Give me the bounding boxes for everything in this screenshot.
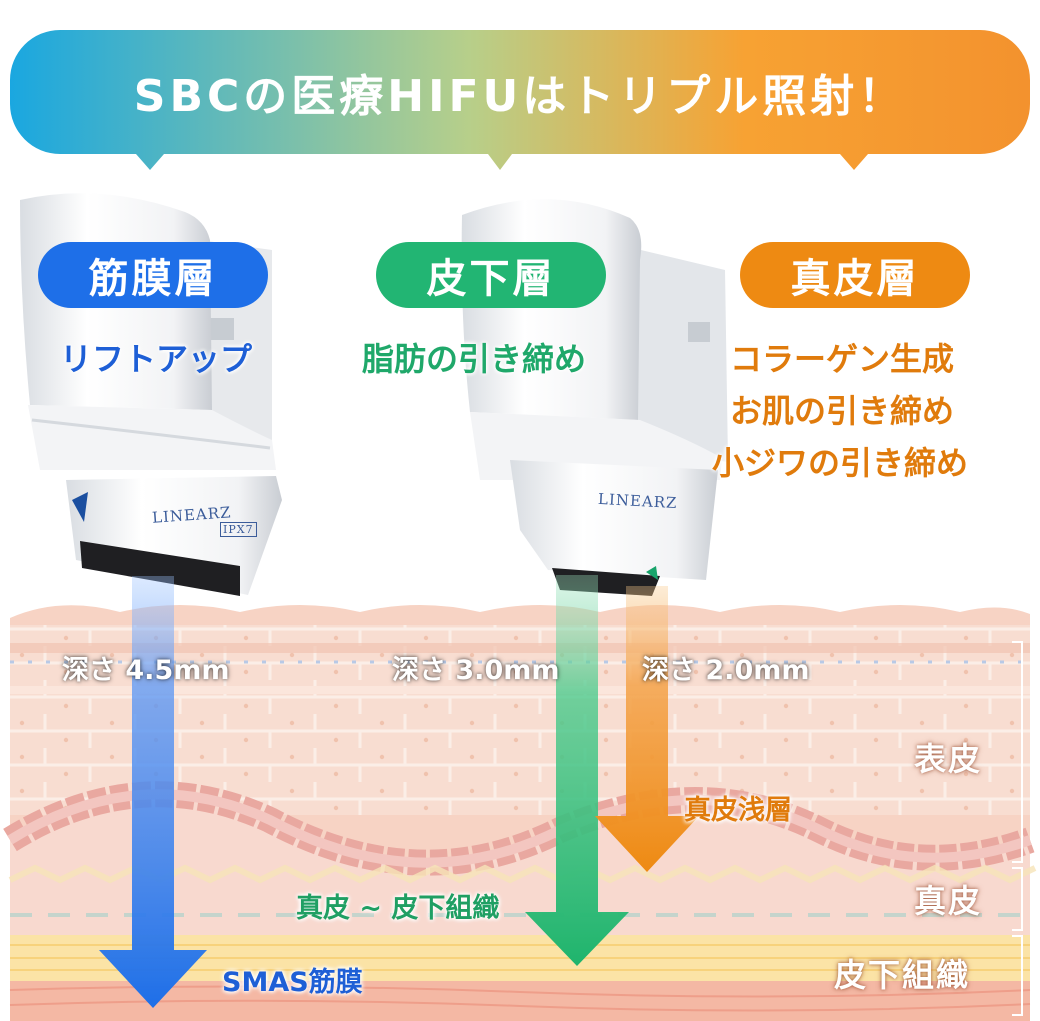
collagen-effect: コラーゲン生成 <box>730 340 955 378</box>
lift-up-effect: リフトアップ <box>60 340 253 378</box>
subcutaneous-beam-arrow <box>525 575 629 966</box>
wrinkle-effect: 小ジワの引き締め <box>712 444 969 482</box>
target-dermis-subcutaneous: 真皮 ~ 皮下組織 <box>296 893 500 924</box>
subcutaneous-label: 皮下組織 <box>834 956 971 994</box>
skin-layer-bracket <box>1012 641 1023 1016</box>
dermis-label: 真皮 <box>914 882 983 920</box>
fascia-layer-pill: 筋膜層 <box>38 242 268 308</box>
depth-label-fascia: 深さ 4.5mm <box>62 655 230 686</box>
depth-label-subcutaneous: 深さ 3.0mm <box>392 655 560 686</box>
hifu-device-center <box>461 199 728 596</box>
skin-tightening-effect: お肌の引き締め <box>730 392 955 430</box>
epidermis-label: 表皮 <box>914 740 983 778</box>
device-rating-label: IPX7 <box>220 522 257 537</box>
dermis-layer-pill: 真皮層 <box>740 242 970 308</box>
depth-label-dermis: 深さ 2.0mm <box>642 655 810 686</box>
target-smas-fascia: SMAS筋膜 <box>222 967 363 998</box>
fascia-beam-arrow <box>99 576 207 1008</box>
banner-title: SBCの医療HIFUはトリプル照射！ <box>133 71 907 122</box>
fat-tightening-effect: 脂肪の引き締め <box>362 340 587 378</box>
dermis-beam-arrow <box>595 586 699 872</box>
banner-bubble <box>10 30 1030 170</box>
subcutaneous-layer-pill: 皮下層 <box>376 242 606 308</box>
target-superficial-dermis: 真皮浅層 <box>684 795 792 826</box>
